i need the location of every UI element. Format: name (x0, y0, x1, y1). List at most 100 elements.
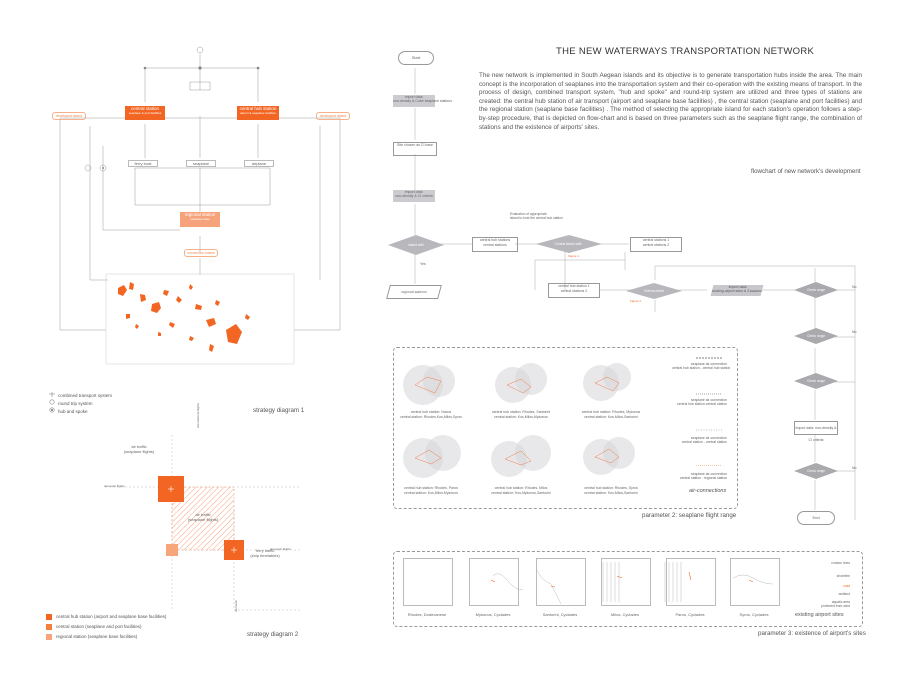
flow-r2-shape (794, 328, 838, 344)
legend-symbols (49, 392, 55, 413)
param2-caption: parameter 2: seaplane flight range (642, 512, 737, 519)
ferry-traffic: ferry traffic (ship timetables) (250, 548, 280, 558)
ferry-boat-label: ferry boat (128, 160, 158, 167)
legend-central-station: central station (seaplane and port facil… (46, 624, 142, 630)
param3-map-6-caption: Syros, Cyclades (739, 612, 769, 617)
page-title: THE NEW WATERWAYS TRANSPORTATION NETWORK (556, 46, 815, 57)
air-traffic-2: air traffic (seaplane flights) (187, 512, 219, 522)
param2-legend-3: seaplane air-connection central station … (681, 436, 727, 445)
param3-map-4 (601, 558, 651, 606)
side-right-label: developed island (316, 112, 350, 120)
param3-map-1-caption: Rhodes, Dodecanese (407, 612, 447, 617)
param3-map-1 (403, 558, 453, 606)
regional-station-sub: seaplane base (190, 217, 210, 221)
flow-b2: central stations 1 central stations 2 (630, 237, 682, 252)
param3-map-2 (469, 558, 519, 606)
param3-legend-4: wetland (838, 592, 850, 596)
flow-p1: Import data: non-density & Cube seaplane… (393, 95, 452, 107)
flow-r4-label: Check range (806, 469, 826, 473)
flow-d1-label: Island with (408, 243, 424, 247)
param2-cell-5: central hub station: Rhodes, Milos centr… (491, 486, 551, 495)
connector-label: connection island (184, 249, 218, 257)
flow-r1-label: Check range (806, 288, 826, 292)
legend-hub-spoke: hub and spoke (58, 409, 88, 414)
param2-legend-2: seaplane air-connection central hub stat… (677, 398, 727, 407)
legend-regional-station: regional station (seaplane base faciliti… (46, 634, 137, 640)
flow-p4: Import data: non-density & CI criteria (794, 421, 838, 442)
legend-central-label: central station (seaplane and port facil… (56, 624, 142, 630)
flow-d2-label: Central island with (554, 242, 582, 246)
side-left-label: developed island (52, 112, 86, 120)
param3-map-3-caption: Santorini, Cyclades (542, 612, 578, 617)
airplane-label: airplane (244, 160, 274, 167)
flow-r3-shape (794, 373, 838, 389)
flow-end: End (797, 511, 835, 525)
flow-start: Start (398, 51, 434, 65)
islands-map (118, 282, 250, 352)
param3-existing: existing airport sites (795, 612, 844, 618)
seaplane-label: seaplane (186, 160, 216, 167)
legend-swatch-hub (46, 614, 52, 620)
flow-b3: central hub station 1 central stations 2 (548, 283, 600, 298)
legend-regional-label: regional station (seaplane base faciliti… (56, 634, 138, 640)
flow-r3-label: Check range (806, 379, 826, 383)
regional-station-box: regional station seaplane base (180, 212, 220, 227)
flow-fig1: Figure 1 (568, 254, 580, 258)
strategy-diagram-1-lines (59, 46, 341, 365)
flow-note: Evaluation of appropriate island to host… (510, 212, 563, 220)
param3-map-5 (666, 558, 716, 606)
legend-round-trip: round trip system (58, 401, 93, 406)
flow-regional: regional stations (386, 285, 442, 299)
param2-legend-4: seaplane air-connection central station … (679, 472, 727, 481)
regional-station-label: regional station (184, 212, 216, 217)
param2-air-connections: air-connections (689, 488, 727, 494)
param3-caption: parameter 3: existence of airport's site… (758, 630, 866, 637)
central-hub-box: central hub station airport & seaplane f… (237, 106, 279, 120)
central-hub-sub: airport & seaplane facilities (240, 111, 276, 115)
strategy-diagram-2-caption: strategy diagram 2 (247, 631, 299, 638)
legend-combined: combined transport system (58, 393, 113, 398)
legend-central-hub: central hub station (airport and seaplan… (46, 614, 166, 620)
param3-legend-3: road (843, 584, 850, 588)
central-hub-label: central hub station (239, 106, 277, 111)
flow-d3-label: Criteria check (643, 289, 665, 293)
ferry-axis: domestic (234, 599, 238, 612)
flow-no-1: No (852, 285, 857, 289)
flow-fig2: Figure 2 (630, 299, 642, 303)
flow-r1-shape (794, 282, 838, 298)
param2-cell-2: central hub station: Rhodes, Santorini c… (491, 410, 551, 419)
legend-swatch-regional (46, 634, 52, 640)
air-traffic-1: air traffic (seaplane flights) (123, 444, 155, 454)
flow-b4: Import data: existing airport sites & 3 … (710, 285, 764, 296)
flow-b1: central hub stations central stations (472, 237, 518, 252)
flow-no-3: No (852, 466, 857, 470)
flow-d1-shape (388, 235, 444, 255)
domestic-flights-2: domestic flights (270, 547, 291, 551)
domestic-flights: domestic flights (104, 484, 125, 488)
param3-map-5-caption: Paros, Cyclades (675, 612, 705, 617)
param2-cell-6: central hub station: Rhodes, Syros centr… (584, 486, 638, 495)
central-station-sub: seaplane & port facilities (128, 111, 162, 115)
flow-d2-shape (536, 235, 602, 253)
flow-d3-shape (626, 283, 682, 299)
flow-p2: Site chosen as CI base (393, 142, 437, 156)
param2-frame (393, 347, 738, 509)
param2-legend-1: seaplane air-connection central hub stat… (672, 362, 731, 371)
param3-legend-2: shoreline (836, 574, 850, 578)
central-station-box: central station seaplane & port faciliti… (125, 106, 165, 120)
param2-legend-lines (696, 357, 722, 466)
param3-frame (393, 551, 863, 627)
flow-no-2: No (852, 330, 857, 334)
flow-yes-1: Yes (420, 262, 426, 266)
legend-hub-label: central hub station (airport and seaplan… (56, 614, 167, 620)
central-station-label: central station (130, 106, 159, 111)
flow-r2-label: Check range (806, 334, 826, 338)
flowchart-caption: flowchart of new network's development (751, 168, 861, 175)
param2-cell-4: central hub station: Rhodes, Paros centr… (404, 486, 458, 495)
param3-map-3 (536, 558, 586, 606)
param3-map-4-caption: Milos, Cyclades (610, 612, 639, 617)
param3-legend-1: contour lines (831, 561, 850, 565)
param3-legend-5: aquatic area protected from wind (821, 600, 850, 608)
strategy-diagram-1-caption: strategy diagram 1 (253, 407, 305, 414)
intro-paragraph: The new network is implemented in South … (479, 72, 862, 131)
